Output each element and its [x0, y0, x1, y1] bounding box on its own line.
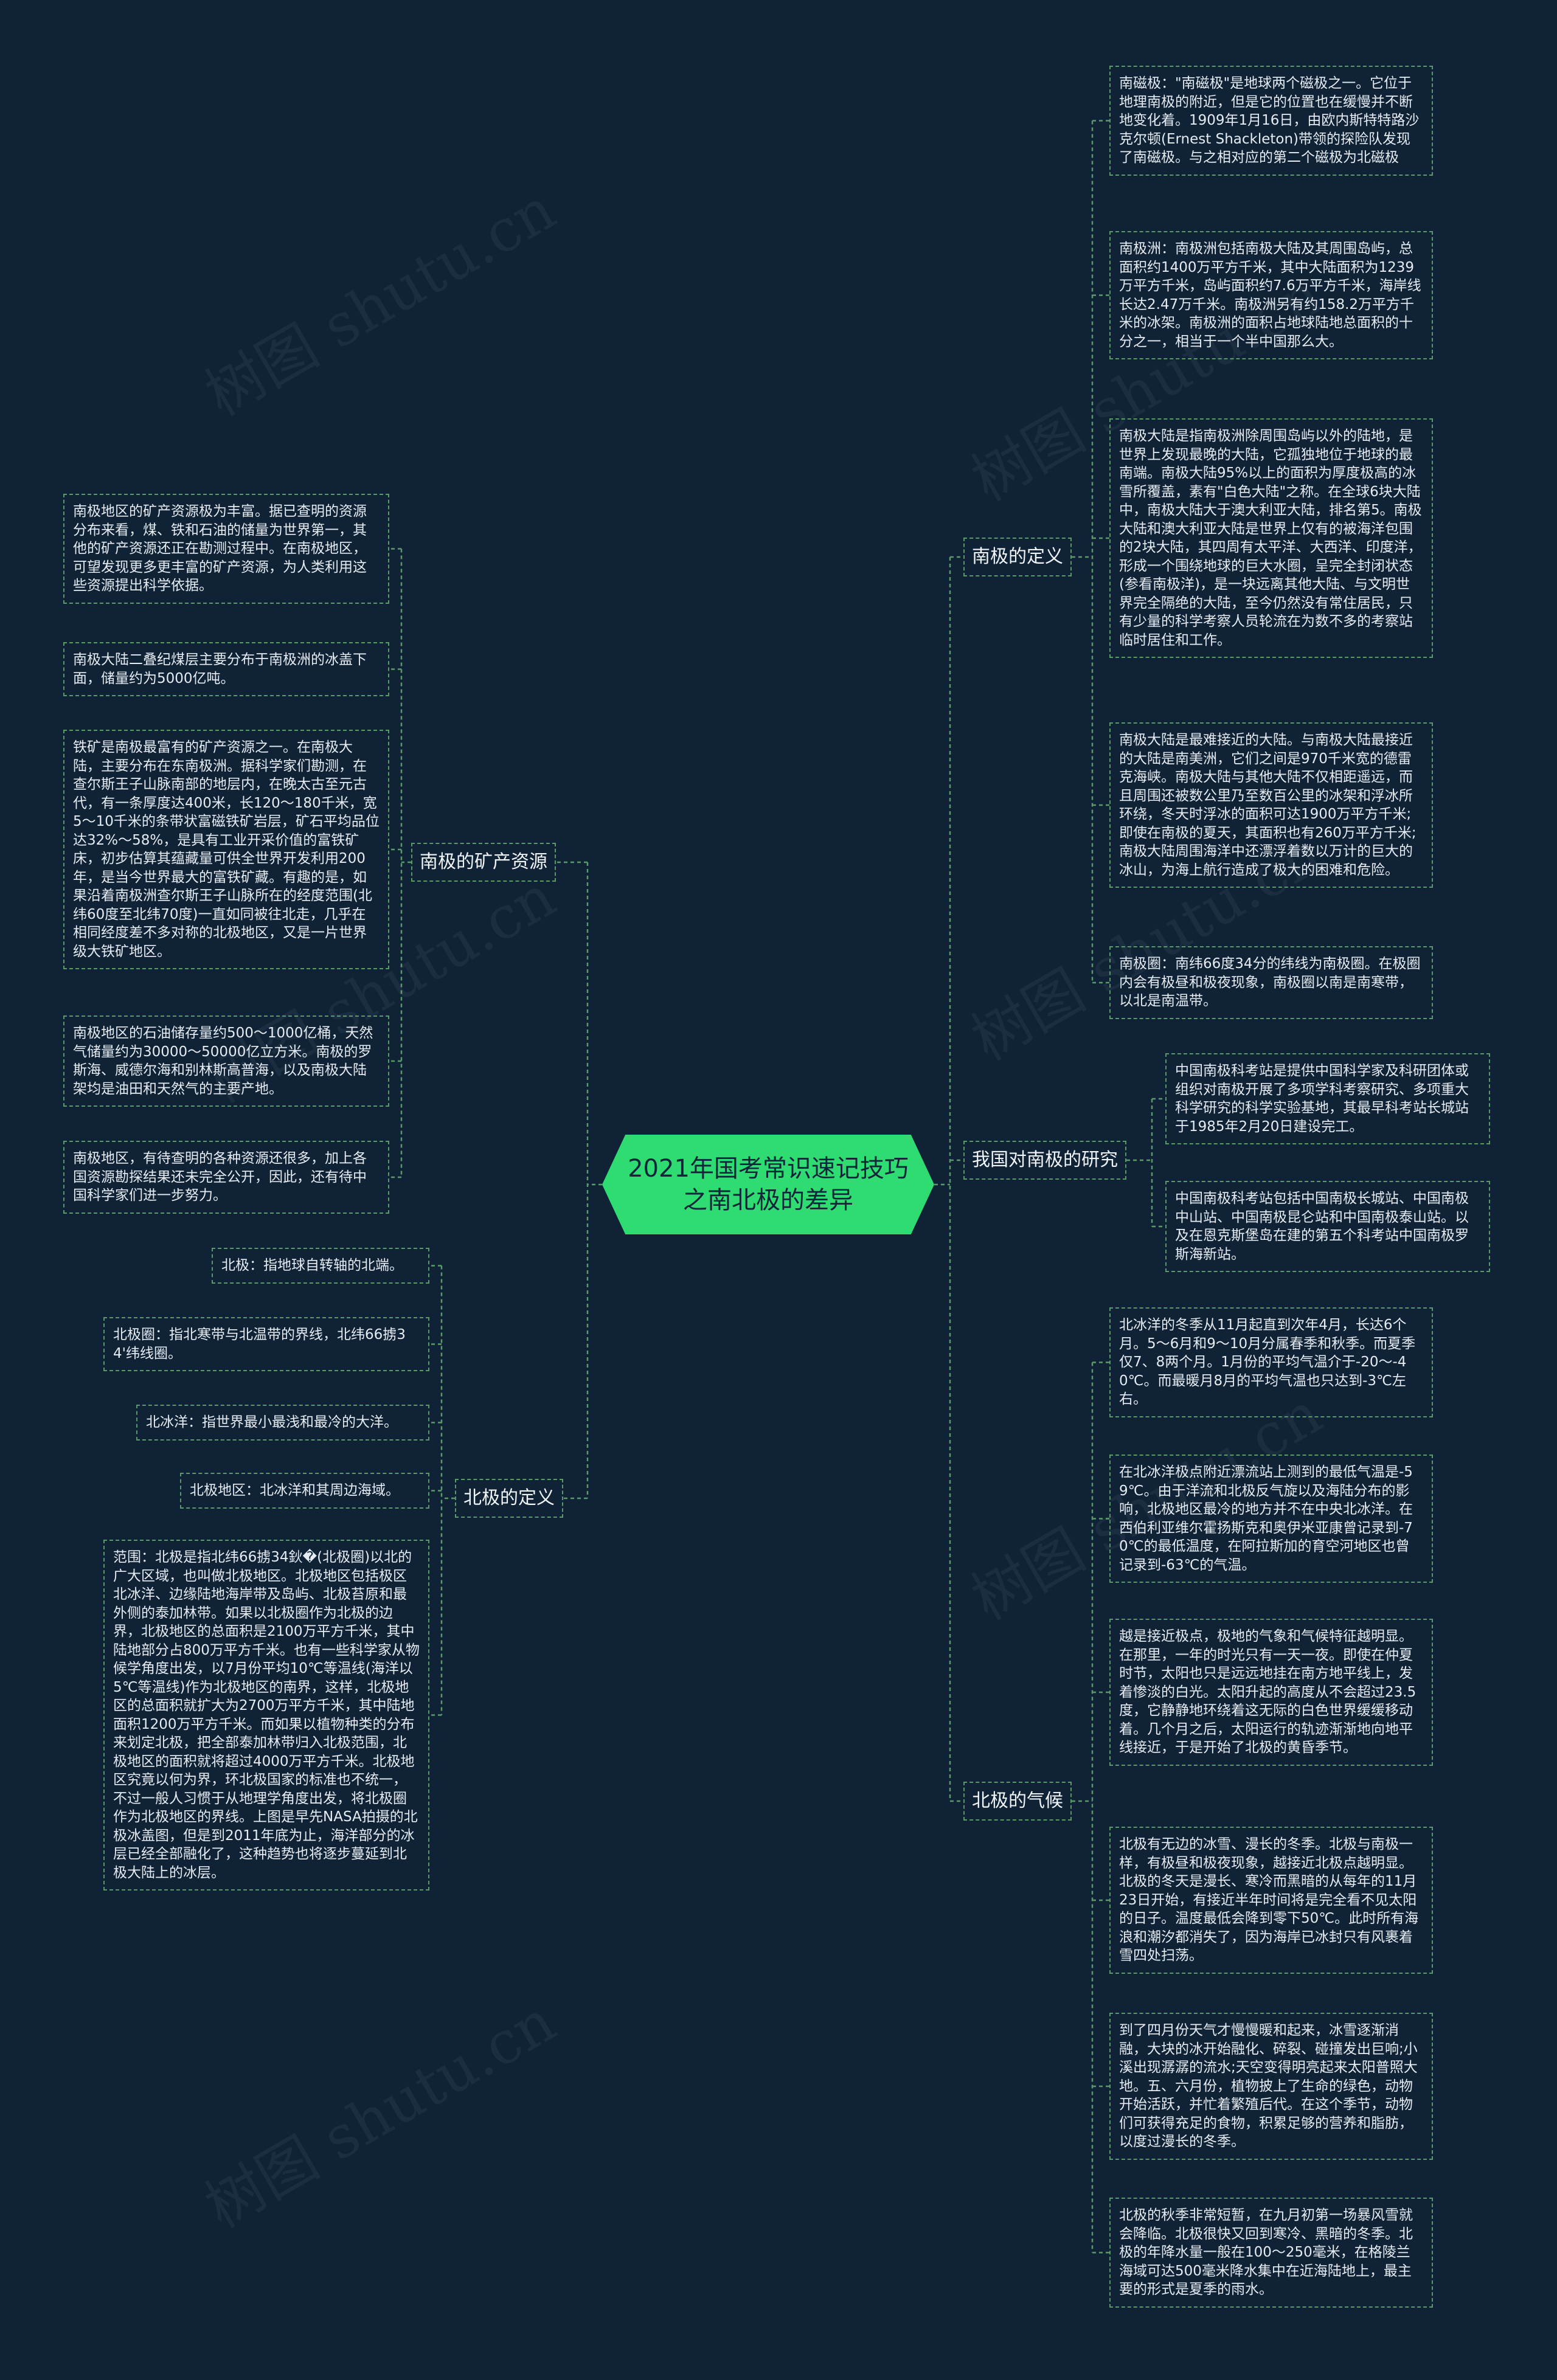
node-research-station[interactable]: 中国南极科考站是提供中国科学家及科研团体或组织对南极开展了多项学科考察研究、多项… — [1165, 1053, 1490, 1144]
node-oil-gas[interactable]: 南极地区的石油储存量约500～1000亿桶，天然气储量约为30000～50000… — [63, 1015, 389, 1107]
node-spring-summer[interactable]: 到了四月份天气才慢慢暖和起来，冰雪逐渐消融，大块的冰开始融化、碎裂、碰撞发出巨响… — [1109, 2013, 1433, 2160]
node-lowest-temperature[interactable]: 在北冰洋极点附近漂流站上测到的最低气温是-59℃。由于洋流和北极反气旋以及海陆分… — [1109, 1455, 1433, 1583]
node-arctic-scope[interactable]: 范围：北极是指北纬66掳34鈥�(北极圈)以北的广大区域，也叫做北极地区。北极地… — [103, 1540, 429, 1891]
node-arctic-region[interactable]: 北极地区：北冰洋和其周边海域。 — [180, 1473, 429, 1509]
node-south-magnetic-pole[interactable]: 南磁极："南磁极"是地球两个磁极之一。它位于地理南极的附近，但是它的位置也在缓慢… — [1109, 66, 1433, 176]
node-iron-ore[interactable]: 铁矿是南极最富有的矿产资源之一。在南极大陆，主要分布在东南极洲。据科学家们勘测，… — [63, 730, 389, 969]
node-long-winter[interactable]: 北极有无边的冰雪、漫长的冬季。北极与南极一样，有极昼和极夜现象，越接近北极点越明… — [1109, 1827, 1433, 1974]
branch-north-climate[interactable]: 北极的气候 — [963, 1782, 1072, 1821]
node-antarctica[interactable]: 南极洲：南极洲包括南极大陆及其周围岛屿，总面积约1400万平方千米，其中大陆面积… — [1109, 231, 1433, 359]
node-coal[interactable]: 南极大陆二叠纪煤层主要分布于南极洲的冰盖下面，储量约为5000亿吨。 — [63, 642, 389, 696]
node-winter[interactable]: 北冰洋的冬季从11月起直到次年4月，长达6个月。5～6月和9～10月分属春季和秋… — [1109, 1307, 1433, 1417]
node-research-stations-list[interactable]: 中国南极科考站包括中国南极长城站、中国南极中山站、中国南极昆仑站和中国南极泰山站… — [1165, 1181, 1490, 1272]
node-polar-features[interactable]: 越是接近极点，极地的气象和气候特征越明显。在那里，一年的时光只有一天一夜。即使在… — [1109, 1619, 1433, 1766]
node-hard-to-reach[interactable]: 南极大陆是最难接近的大陆。与南极大陆最接近的大陆是南美洲，它们之间是970千米宽… — [1109, 722, 1433, 888]
node-antarctic-circle[interactable]: 南极圈：南纬66度34分的纬线为南极圈。在极圈内会有极昼和极夜现象，南极圈以南是… — [1109, 946, 1433, 1019]
node-arctic-circle[interactable]: 北极圈：指北寒带与北温带的界线，北纬66掳34'纬线圈。 — [103, 1317, 429, 1371]
node-mineral-overview[interactable]: 南极地区的矿产资源极为丰富。据已查明的资源分布来看，煤、铁和石油的储量为世界第一… — [63, 494, 389, 604]
node-autumn[interactable]: 北极的秋季非常短暂，在九月初第一场暴风雪就会降临。北极很快又回到寒冷、黑暗的冬季… — [1109, 2198, 1433, 2308]
node-arctic-ocean[interactable]: 北冰洋：指世界最小最浅和最冷的大洋。 — [136, 1405, 429, 1441]
node-north-pole[interactable]: 北极：指地球自转轴的北端。 — [212, 1248, 429, 1284]
branch-north-definition[interactable]: 北极的定义 — [455, 1479, 563, 1518]
root-topic[interactable]: 2021年国考常识速记技巧 之南北极的差异 — [602, 1135, 934, 1234]
branch-china-research[interactable]: 我国对南极的研究 — [963, 1141, 1126, 1180]
node-unexplored-resources[interactable]: 南极地区，有待查明的各种资源还很多，加上各国资源勘探结果还未完全公开，因此，还有… — [63, 1141, 389, 1214]
branch-mineral-resources[interactable]: 南极的矿产资源 — [411, 843, 556, 882]
node-antarctic-continent[interactable]: 南极大陆是指南极洲除周围岛屿以外的陆地，是世界上发现最晚的大陆，它孤独地位于地球… — [1109, 418, 1433, 658]
branch-south-definition[interactable]: 南极的定义 — [963, 538, 1072, 576]
